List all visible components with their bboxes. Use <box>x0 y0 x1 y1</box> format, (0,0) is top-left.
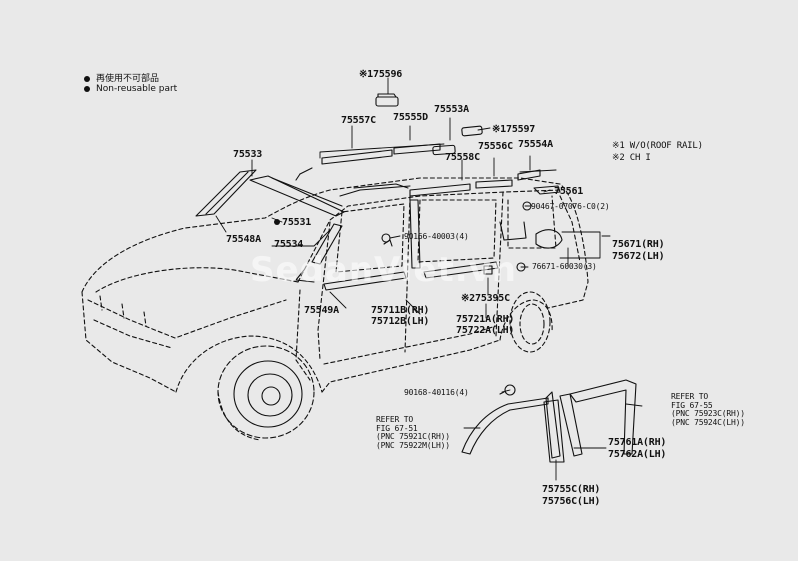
part-label-75395c: ※275395C <box>461 293 510 304</box>
part-label-75561: 75561 <box>554 186 584 197</box>
part-label-90168: 90168-40116(4) <box>404 388 469 397</box>
legend-item-en: Non-reusable part <box>84 84 177 94</box>
note-2: ※2 CH I <box>612 153 651 163</box>
part-label-75548a: 75548A <box>226 234 261 245</box>
part-label-75534: 75534 <box>274 239 304 250</box>
part-label-75671: 75671(RH) <box>612 239 665 250</box>
part-label-76671: 76671-60030(3) <box>532 262 597 271</box>
part-label-75549a: 75549A <box>304 305 339 316</box>
part-label-175596: ※175596 <box>359 69 403 80</box>
part-label-75557c: 75557C <box>341 115 376 126</box>
clip-parts <box>375 93 532 396</box>
part-label-75555d: 75555D <box>393 112 428 123</box>
reference-right: REFER TO FIG 67-55 (PNC 75923C(RH)) (PNC… <box>671 392 745 427</box>
part-label-75672: 75672(LH) <box>612 251 665 262</box>
note-1: ※1 W/O(ROOF RAIL) <box>612 141 703 151</box>
part-label-75531: 75531 <box>274 217 311 228</box>
part-label-90166: 90166-40003(4) <box>404 232 469 241</box>
part-label-90467: 90467-07076-C0(2) <box>531 202 610 211</box>
front-wheel <box>217 345 315 441</box>
part-label-75755c: 75755C(RH) <box>542 484 601 495</box>
part-label-75553a: 75553A <box>434 104 469 115</box>
part-label-75554a: 75554A <box>518 139 553 150</box>
leader-lines <box>215 77 643 481</box>
part-label-75756c: 75756C(LH) <box>542 496 601 507</box>
part-label-75556c: 75556C <box>478 141 513 152</box>
rear-wheel <box>509 291 551 353</box>
part-label-75721a: 75721A(RH) <box>456 314 515 325</box>
part-label-75711b: 75711B(RH) <box>371 305 430 316</box>
watermark: SedanViet.vn <box>250 250 517 290</box>
part-label-75762a: 75762A(LH) <box>608 449 667 460</box>
door-frame-pieces <box>461 379 637 463</box>
bullet-icon <box>84 85 90 92</box>
pillar-moldings <box>295 199 563 291</box>
part-label-175597: ※175597 <box>492 124 536 135</box>
bullet-icon <box>84 75 90 82</box>
vehicle-body-outline <box>81 177 589 393</box>
reference-left: REFER TO FIG 67-51 (PNC 75921C(RH)) (PNC… <box>376 415 450 450</box>
part-label-75558c: 75558C <box>445 152 480 163</box>
legend-item-jp: 再使用不可部品 <box>84 71 159 84</box>
part-label-75761a: 75761A(RH) <box>608 437 667 448</box>
part-label-75722a: 75722A(LH) <box>456 325 515 336</box>
part-label-75712b: 75712B(LH) <box>371 316 430 327</box>
non-reusable-bullet-icon <box>274 219 280 225</box>
part-label-75533: 75533 <box>233 149 263 160</box>
